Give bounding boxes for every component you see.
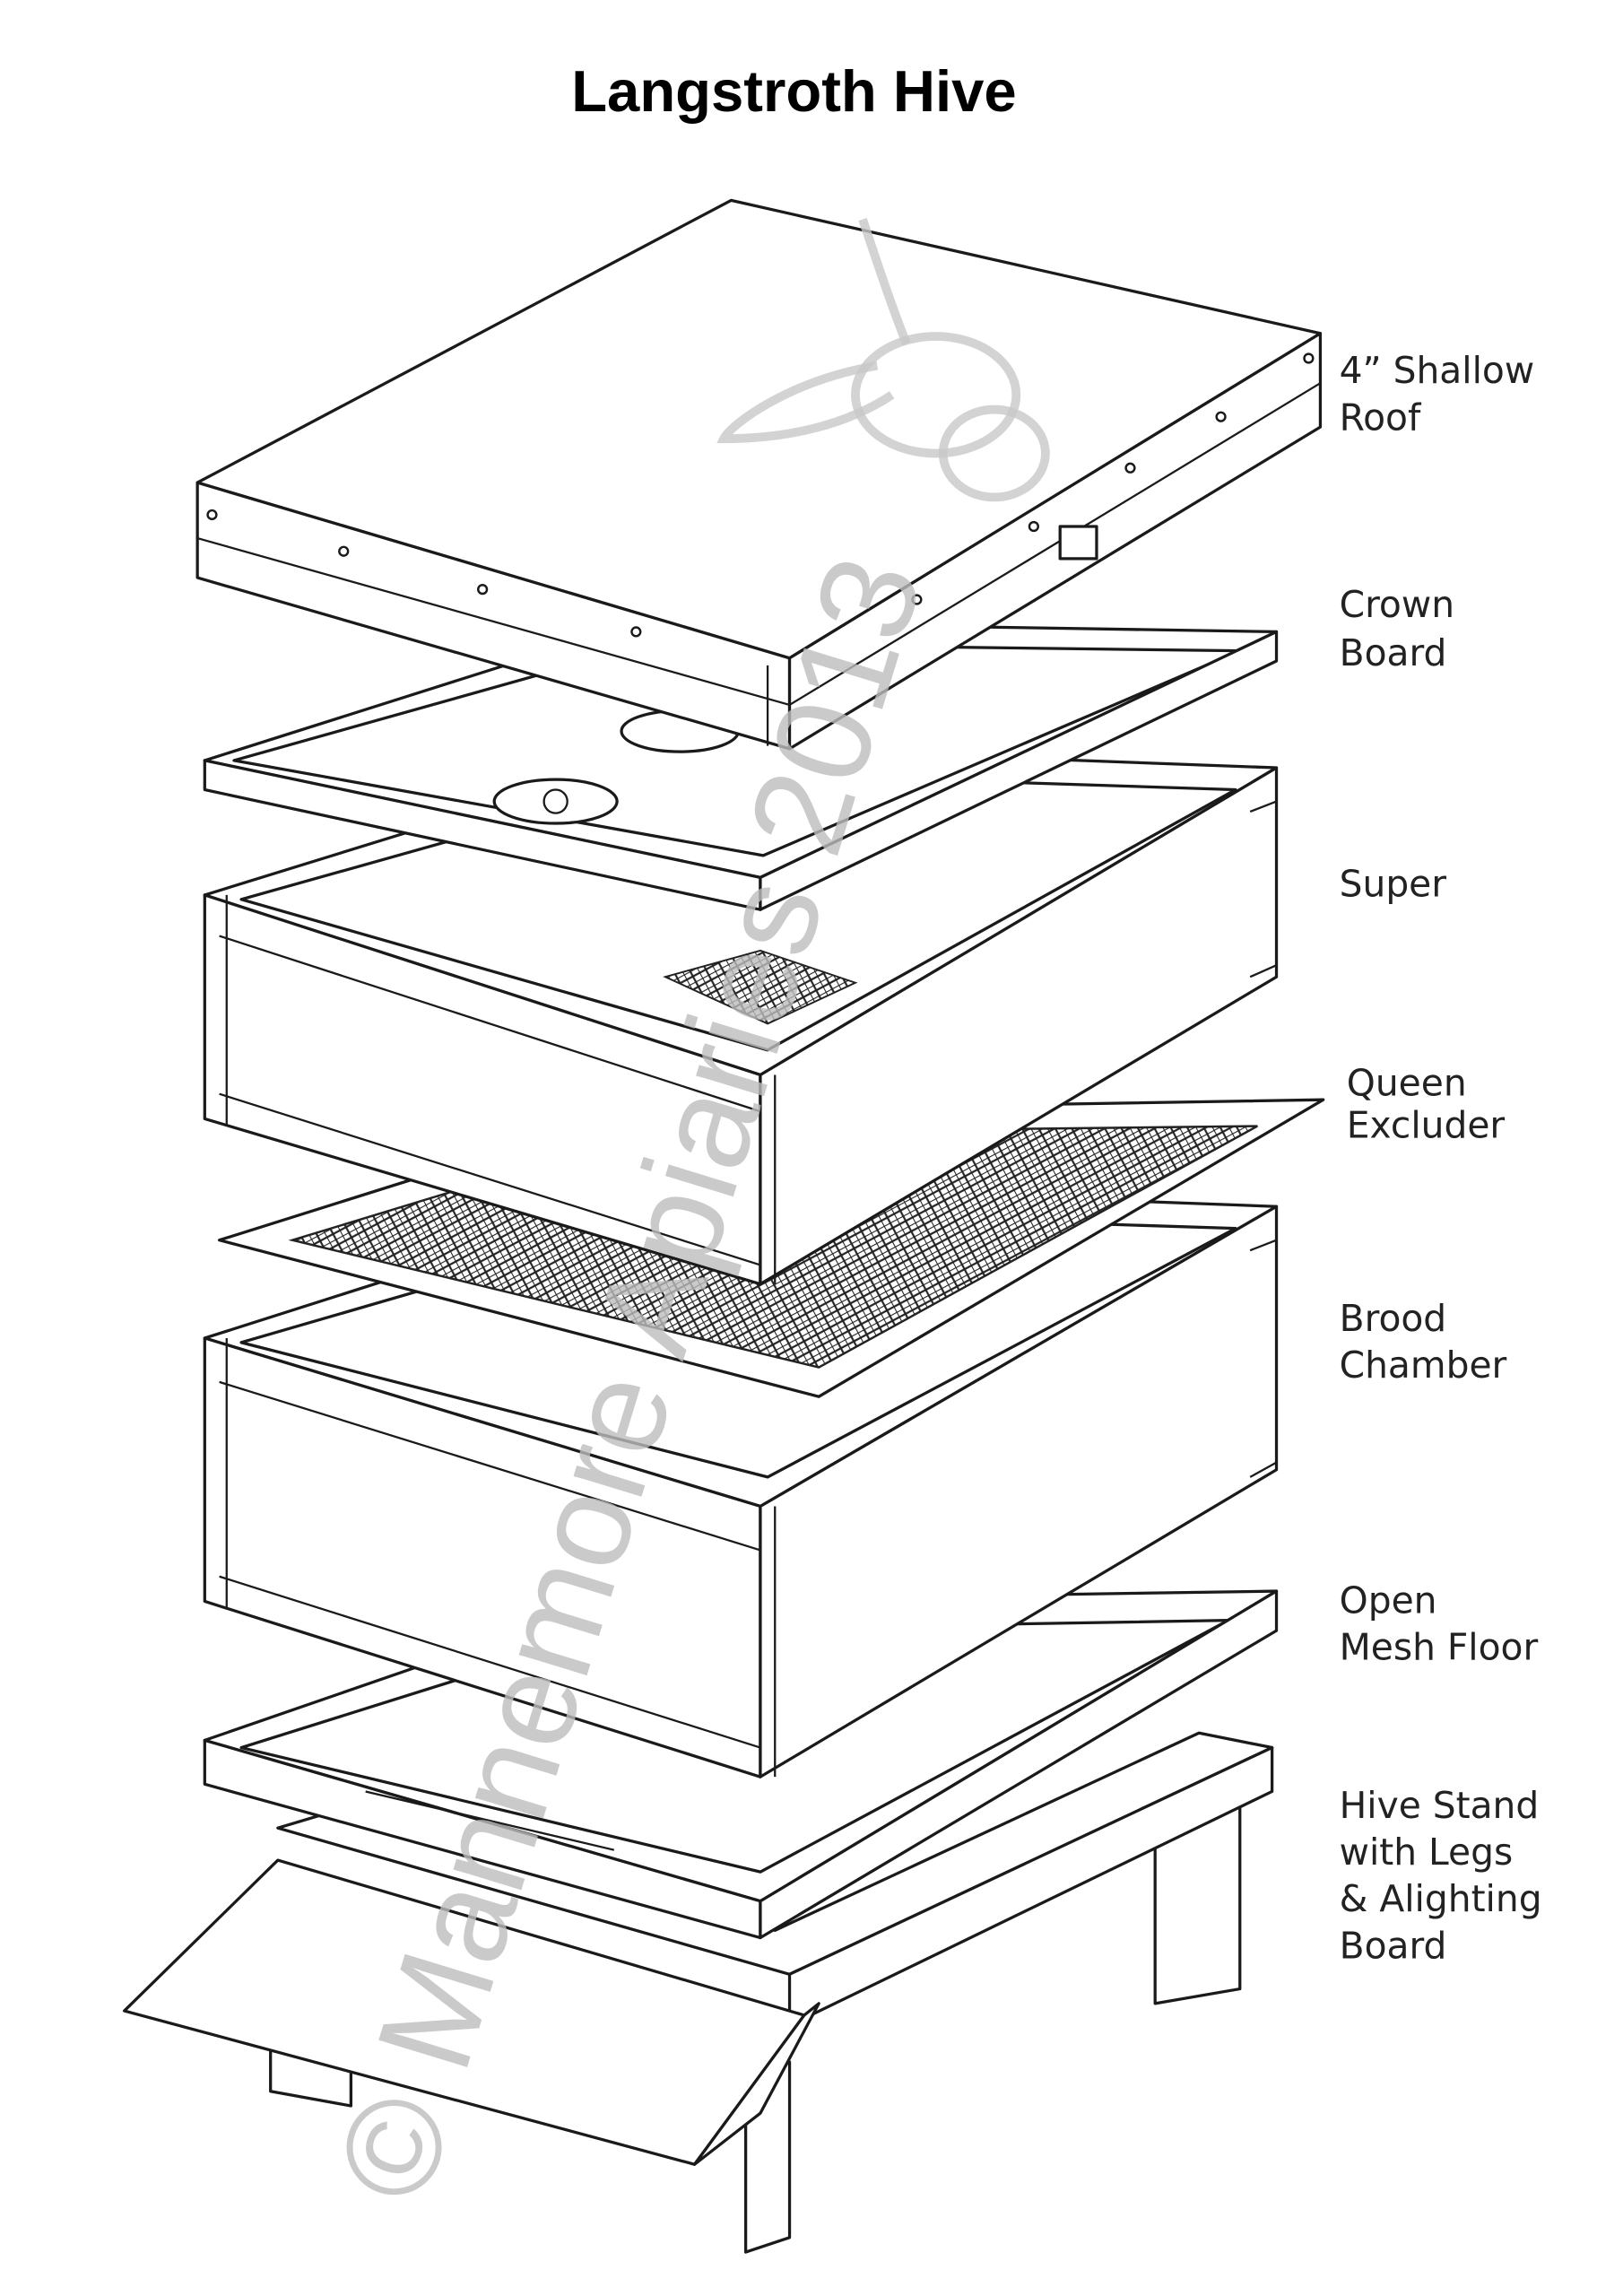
bee-watermark-icon — [716, 218, 1050, 502]
label-super: Super — [1340, 863, 1447, 906]
diagram-title: Langstroth Hive — [571, 58, 1016, 124]
hive-stand — [123, 1731, 1274, 2254]
crown-board — [203, 620, 1279, 911]
roof — [195, 198, 1323, 751]
